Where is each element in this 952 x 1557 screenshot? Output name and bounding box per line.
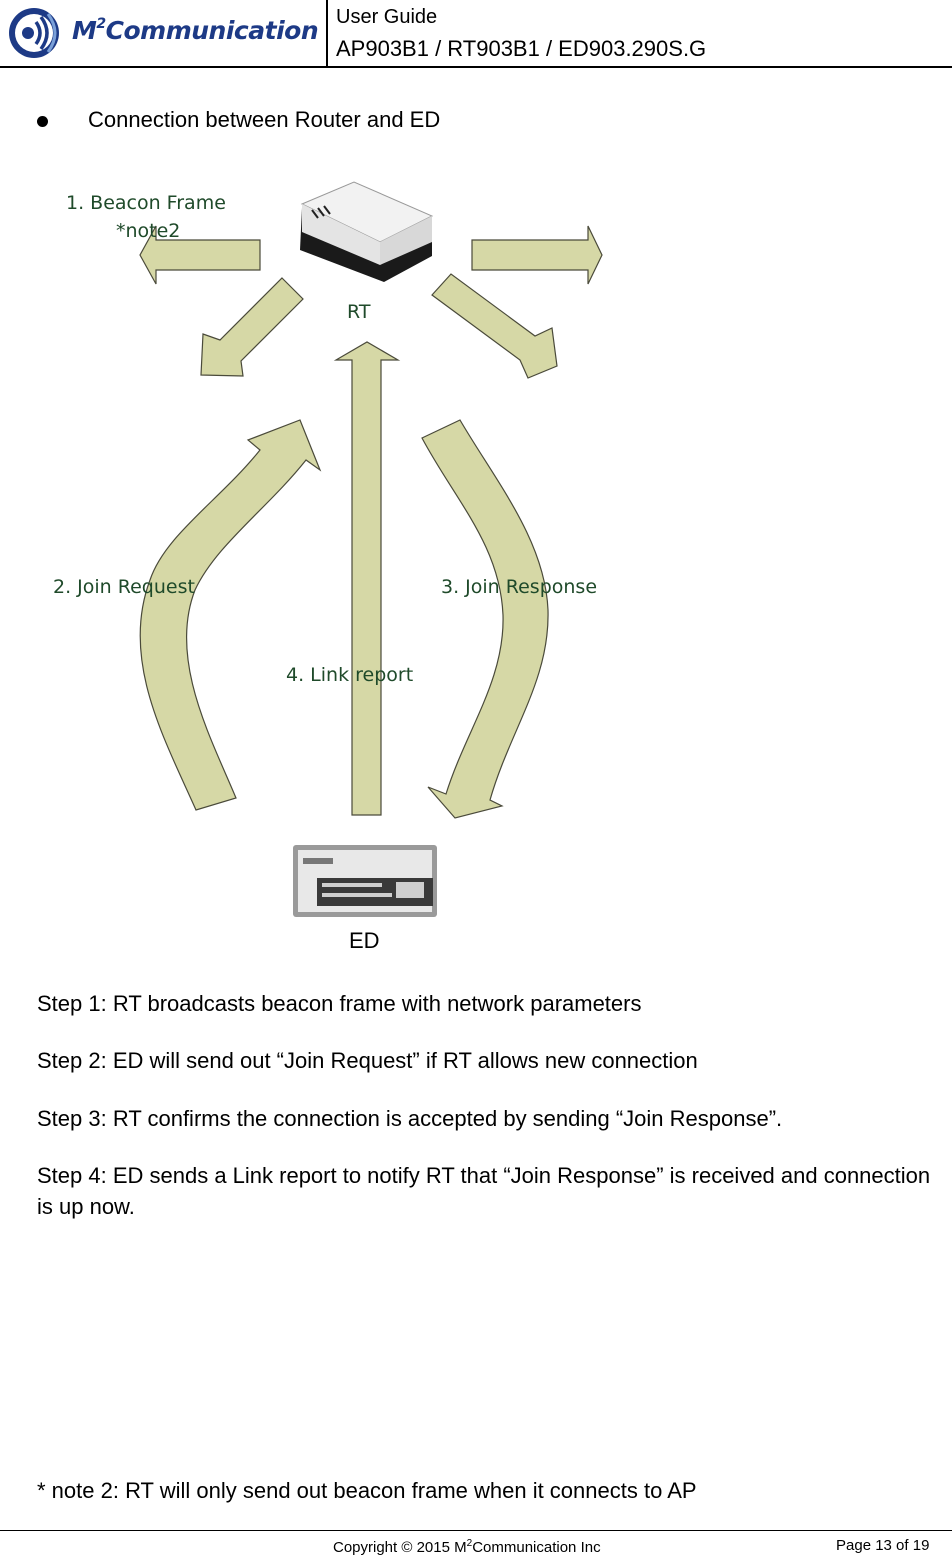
ed-label: ED: [349, 928, 380, 953]
header-rule: [0, 66, 952, 68]
company-logo: M2Communication: [6, 4, 319, 62]
link-report-label: 4. Link report: [286, 664, 414, 686]
ed-device-image: [293, 845, 437, 917]
diagram-arrows: [139, 181, 603, 917]
bullet-icon: [37, 116, 48, 127]
router-device-image: [300, 181, 434, 282]
step-1: Step 1: RT broadcasts beacon frame with …: [37, 991, 642, 1016]
note2-label: *note2: [116, 220, 181, 242]
copyright: Copyright © 2015 M2Communication Inc: [333, 1538, 601, 1556]
logo-mark-icon: [9, 8, 59, 58]
connection-diagram: 1. Beacon Frame *note2 RT 2. Join Reques…: [0, 150, 952, 970]
beacon-arrow-left: [139, 225, 261, 285]
section-title: Connection between Router and ED: [88, 107, 441, 132]
header-divider: [326, 0, 328, 68]
document-models: AP903B1 / RT903B1 / ED903.290S.G: [336, 36, 707, 61]
footer-rule: [0, 1530, 952, 1531]
logo-text: M2Communication: [72, 15, 319, 45]
footnote: * note 2: RT will only send out beacon f…: [37, 1478, 697, 1503]
join-response-label: 3. Join Response: [441, 576, 598, 598]
join-request-arrow: [139, 419, 322, 811]
rt-label: RT: [347, 301, 371, 323]
step-2: Step 2: ED will send out “Join Request” …: [37, 1048, 698, 1073]
beacon-arrow-down-left: [200, 277, 304, 377]
join-response-arrow: [421, 419, 549, 819]
document-type: User Guide: [336, 6, 438, 28]
page-header: M2Communication User Guide AP903B1 / RT9…: [0, 0, 952, 70]
beacon-frame-label: 1. Beacon Frame: [66, 192, 226, 214]
step-3: Step 3: RT confirms the connection is ac…: [37, 1106, 783, 1131]
beacon-arrow-right: [471, 225, 603, 285]
link-report-arrow: [333, 341, 401, 816]
step-4: Step 4: ED sends a Link report to notify…: [37, 1163, 931, 1219]
page-number: Page 13 of 19: [836, 1537, 930, 1554]
join-request-label: 2. Join Request: [53, 576, 195, 598]
beacon-arrow-down-right: [431, 273, 558, 379]
